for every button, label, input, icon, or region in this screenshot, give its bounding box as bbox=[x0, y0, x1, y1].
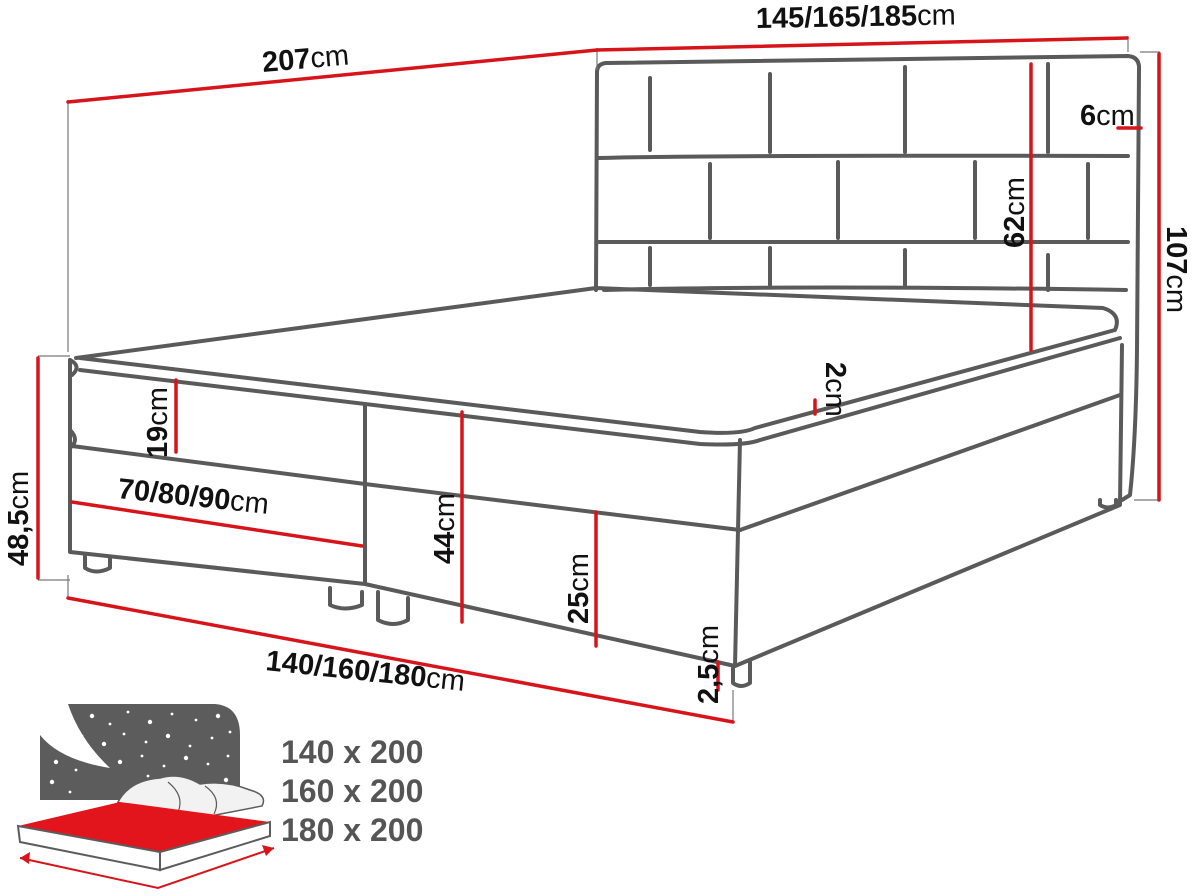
star-icon bbox=[188, 744, 192, 748]
leg-front-right bbox=[731, 660, 752, 688]
headboard bbox=[594, 54, 1142, 502]
star-icon bbox=[194, 718, 198, 722]
stars-icon bbox=[49, 710, 232, 794]
label-headboard-height: 62cm bbox=[999, 177, 1031, 248]
mattress-top-outline bbox=[74, 286, 1119, 435]
star-icon bbox=[165, 733, 171, 739]
leg-rear-right bbox=[1098, 498, 1118, 510]
star-icon bbox=[89, 713, 95, 719]
label-side-height: 48,5cm bbox=[3, 471, 35, 566]
dimension-lines bbox=[36, 36, 1161, 724]
label-leg-height: 2,5cm bbox=[693, 625, 725, 704]
star-icon bbox=[74, 768, 78, 772]
headboard-outer bbox=[594, 54, 1142, 502]
label-base-height: 44cm bbox=[429, 493, 461, 564]
star-icon bbox=[53, 759, 59, 765]
star-icon bbox=[147, 719, 153, 725]
star-icon bbox=[146, 774, 150, 778]
star-icon bbox=[226, 754, 230, 758]
legs bbox=[83, 498, 1118, 688]
base-seam-side bbox=[738, 393, 1122, 532]
leg-front-left bbox=[83, 554, 112, 574]
star-icon bbox=[183, 755, 189, 761]
topper-edge bbox=[78, 336, 1122, 447]
mattress-top bbox=[74, 286, 1122, 447]
pillow-seam bbox=[167, 781, 218, 815]
star-icon bbox=[162, 764, 166, 768]
star-icon bbox=[126, 710, 130, 714]
label-headboard-width: 145/165/185cm bbox=[756, 0, 956, 35]
label-leg-to-base: 25cm bbox=[563, 553, 595, 624]
size-option-2: 160 x 200 bbox=[281, 773, 423, 809]
label-drawer-height: 19cm bbox=[142, 387, 174, 458]
mattress-side bbox=[159, 820, 271, 872]
star-icon bbox=[223, 777, 229, 783]
star-icon bbox=[206, 762, 210, 766]
star-icon bbox=[170, 712, 174, 716]
star-icon bbox=[101, 741, 107, 747]
guide-lines bbox=[38, 36, 1161, 722]
bed-sizes-icon bbox=[16, 704, 275, 890]
star-icon bbox=[49, 779, 55, 785]
leg-front-mid-a bbox=[328, 586, 364, 611]
label-total-length: 207cm bbox=[261, 40, 351, 79]
star-icon bbox=[117, 759, 123, 765]
leg-front-mid-b bbox=[376, 590, 410, 626]
bed-outline bbox=[68, 54, 1142, 688]
star-icon bbox=[96, 756, 100, 760]
boxspring-base bbox=[68, 343, 1124, 668]
star-icon bbox=[215, 713, 221, 719]
star-icon bbox=[144, 740, 148, 744]
dim-line-storage-width bbox=[70, 500, 364, 548]
size-arrow bbox=[19, 847, 275, 890]
label-topper: 2cm bbox=[819, 362, 851, 417]
dim-line-length bbox=[66, 48, 599, 104]
left-puffs bbox=[68, 358, 79, 450]
size-option-3: 180 x 200 bbox=[281, 812, 423, 848]
mattress-red-top bbox=[18, 802, 270, 852]
label-total-height: 107cm bbox=[1160, 226, 1192, 313]
headboard-tufts bbox=[648, 62, 1090, 292]
headboard-row1 bbox=[597, 153, 1130, 160]
star-icon bbox=[140, 754, 144, 758]
dim-line-mattress-width bbox=[66, 596, 735, 724]
star-icon bbox=[228, 730, 232, 734]
star-icon bbox=[68, 790, 72, 794]
size-option-1: 140 x 200 bbox=[281, 734, 423, 770]
size-list: 140 x 200 160 x 200 180 x 200 bbox=[281, 734, 423, 848]
star-icon bbox=[108, 722, 112, 726]
star-icon bbox=[210, 736, 214, 740]
night-sky-icon bbox=[40, 704, 240, 800]
star-icon bbox=[80, 734, 84, 738]
star-icon bbox=[122, 732, 126, 736]
dim-line-headboard-width bbox=[595, 36, 1129, 52]
base-side bbox=[733, 343, 1124, 668]
label-headboard-thickness: 6cm bbox=[1080, 100, 1135, 132]
